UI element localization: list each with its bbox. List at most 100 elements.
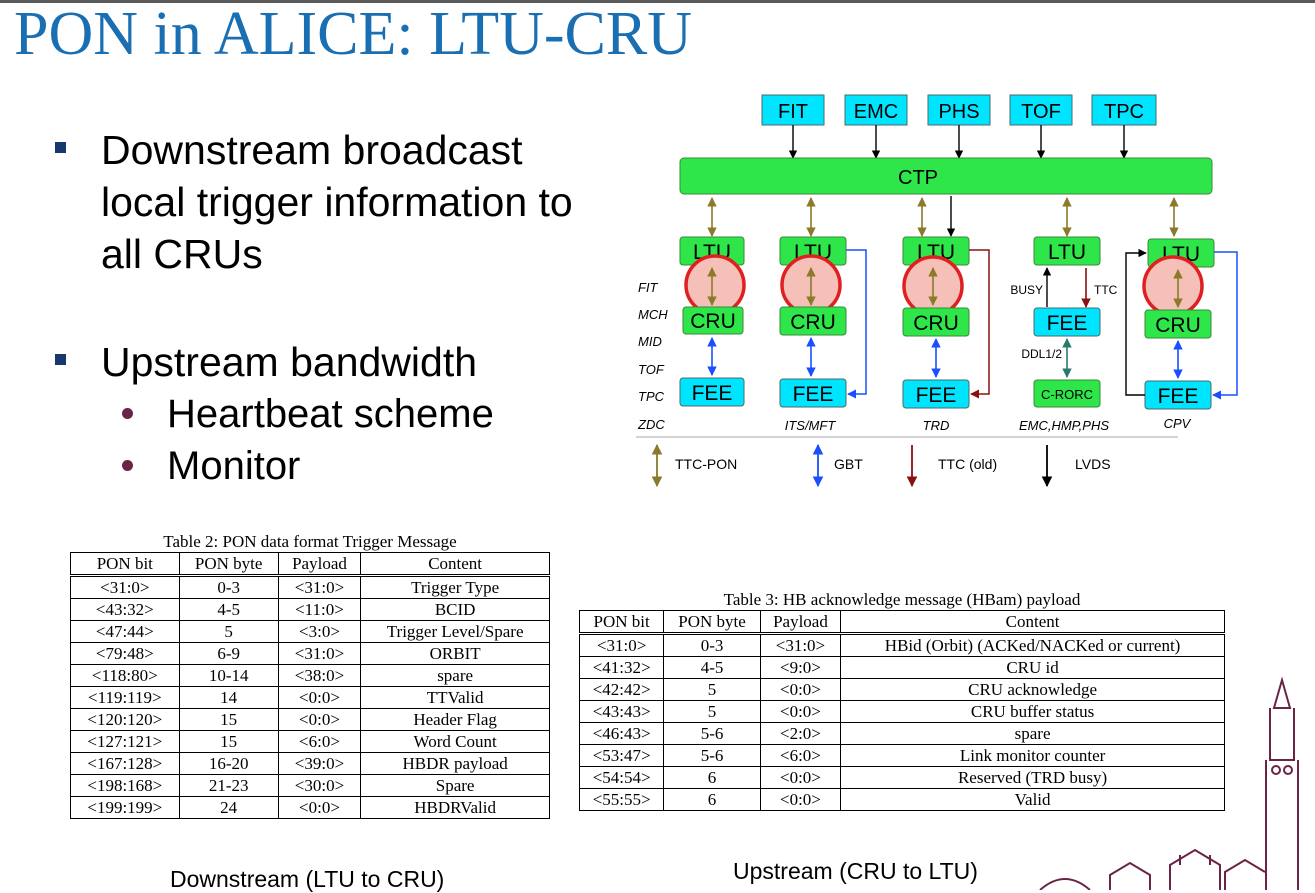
cru-box-5: CRU [1144,309,1212,339]
table-cell: <9:0> [759,656,842,679]
table-cell: <79:48> [70,642,180,665]
bullet-line: Downstream broadcast [101,127,523,173]
ttc-label: TTC [1094,283,1118,297]
svg-text:ITS/MFT: ITS/MFT [785,418,837,433]
svg-text:C-RORC: C-RORC [1041,387,1093,402]
table-cell: <118:80> [70,664,180,687]
svg-text:FEE: FEE [692,382,733,405]
table-cell: 15 [178,708,279,731]
table-cell: Spare [360,774,550,797]
table-cell: <41:32> [578,656,665,679]
header-cell: PON bit [578,610,665,635]
table-cell: Valid [840,788,1225,811]
table-cell: 5 [663,700,761,723]
table-cell: <42:42> [578,678,665,701]
header-cell: Content [840,610,1225,635]
cru-fee-links [707,337,1183,379]
fee-box-5: FEE [1144,380,1212,410]
table-cell: <55:55> [578,788,665,811]
ddl-label: DDL1/2 [1021,347,1062,361]
svg-text:TTC-PON: TTC-PON [675,456,737,472]
table-cell: 6 [663,766,761,789]
table-cell: <3:0> [277,620,362,643]
table-cell: <43:32> [70,598,180,621]
table-cell: 4-5 [663,656,761,679]
highlight-ring-4 [1142,255,1204,317]
table-cell: <120:120> [70,708,180,731]
table-cell: <30:0> [277,774,362,797]
bullet-dot-icon [122,408,133,419]
table-row: <31:0>0-3<31:0>Trigger Type [70,575,550,599]
bullet-upstream: Upstream bandwidth [55,336,477,388]
table-cell: <0:0> [759,678,842,701]
table-cell: <31:0> [277,575,362,599]
highlight-ring-1 [684,254,746,316]
svg-text:FEE: FEE [1158,385,1199,408]
table-row: <47:44>5<3:0>Trigger Level/Spare [70,620,550,643]
header-cell: Content [360,552,550,577]
svg-text:ZDC: ZDC [637,417,665,432]
svg-text:FEE: FEE [1047,312,1088,335]
svg-text:TOF: TOF [1021,101,1061,123]
table-row: <43:32>4-5<11:0>BCID [70,598,550,621]
table-cell: <54:54> [578,766,665,789]
cru-box-3: CRU [902,307,970,337]
svg-text:MID: MID [638,334,662,349]
table-cell: <53:47> [578,744,665,767]
table-cell: <199:199> [70,796,180,819]
table-cell: 6 [663,788,761,811]
svg-text:GBT: GBT [834,456,863,472]
table-cell: <2:0> [759,722,842,745]
table-cell: <47:44> [70,620,180,643]
svg-text:CPV: CPV [1164,416,1192,431]
table-cell: 16-20 [178,752,279,775]
ctp-ltu-links [707,197,1179,237]
table-cell: Header Flag [360,708,550,731]
trigger-system-diagram: FIT EMC PHS TOF TPC CTP LTU [636,94,1238,488]
table-cell: spare [360,664,550,687]
downstream-caption: Downstream (LTU to CRU) [170,866,445,892]
detector-phs: PHS [927,94,991,126]
svg-text:FEE: FEE [916,384,957,407]
ctp-box: CTP [679,157,1213,195]
table-header-row: PON bit PON byte Payload Content [70,552,550,577]
table-cell: 15 [178,730,279,753]
table3-caption: Table 3: HB acknowledge message (HBam) p… [723,590,1081,609]
table-cell: HBid (Orbit) (ACKed/NACKed or current) [840,633,1225,657]
ltu-box-4: LTU [1033,236,1101,266]
subbullet-heartbeat: Heartbeat scheme [122,388,494,440]
cpv-return-path-left [1125,248,1147,396]
table-row: <41:32>4-5<9:0>CRU id [578,656,1225,679]
table-row: <118:80>10-14<38:0>spare [70,664,550,687]
table-row: <55:55>6<0:0>Valid [578,788,1225,811]
table-cell: 14 [178,686,279,709]
table-row: <199:199>24<0:0>HBDRValid [70,796,550,819]
table-cell: <0:0> [277,796,362,819]
table-cell: 5-6 [663,722,761,745]
detector-emc: EMC [844,94,908,126]
svg-text:TOF: TOF [638,362,665,377]
table-cell: <31:0> [70,575,180,599]
hb-acknowledge-table: PON bit PON byte Payload Content <31:0>0… [578,610,1225,811]
svg-text:CRU: CRU [1155,314,1201,337]
busy-label: BUSY [1010,283,1043,297]
svg-text:LVDS: LVDS [1075,456,1111,472]
svg-text:CTP: CTP [898,167,938,189]
table-cell: <0:0> [277,708,362,731]
bullet-downstream: Downstream broadcast local trigger infor… [55,124,573,280]
table-cell: <0:0> [277,686,362,709]
table-row: <53:47>5-6<6:0>Link monitor counter [578,744,1225,767]
cru-box-1: CRU [682,306,744,335]
table-cell: 5 [178,620,279,643]
table-cell: <119:119> [70,686,180,709]
table-cell: HBDRValid [360,796,550,819]
university-crest-icon [1039,676,1299,890]
top-border [0,0,1315,3]
crorc-box: C-RORC [1033,379,1101,408]
table-cell: 0-3 [663,633,761,657]
fee-box-2: FEE [779,378,847,408]
table-cell: <167:128> [70,752,180,775]
table-row: <43:43>5<0:0>CRU buffer status [578,700,1225,723]
table-cell: 4-5 [178,598,279,621]
svg-text:EMC: EMC [854,101,898,123]
